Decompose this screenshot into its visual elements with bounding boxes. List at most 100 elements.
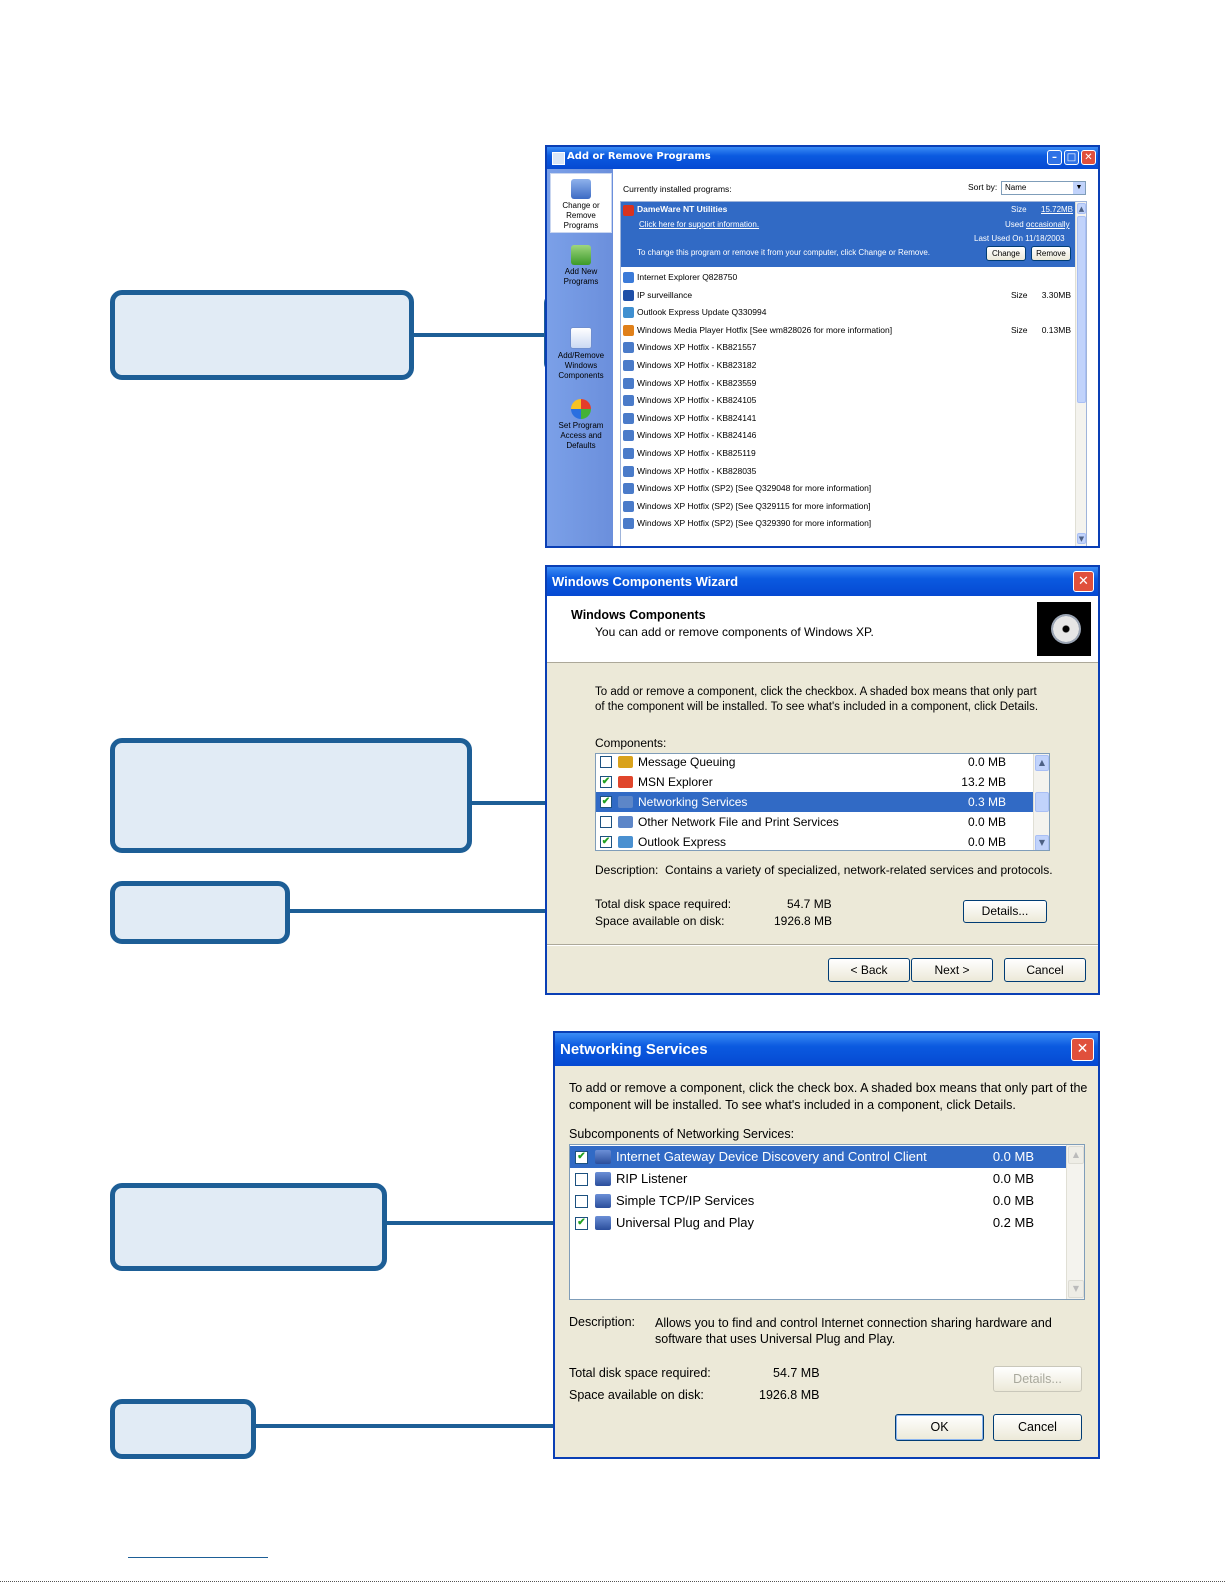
program-row[interactable]: Windows XP Hotfix (SP2) [See Q329390 for… bbox=[621, 515, 1075, 532]
sidebar-item-program-access[interactable]: Set Program Access and Defaults bbox=[550, 399, 612, 451]
program-row[interactable]: Windows XP Hotfix - KB824141 bbox=[621, 410, 1075, 427]
disk-required-label: Total disk space required: bbox=[569, 1366, 711, 1380]
component-icon bbox=[618, 776, 633, 788]
used-value-link[interactable]: occasionally bbox=[1026, 220, 1070, 229]
component-checkbox[interactable] bbox=[600, 816, 612, 828]
program-icon bbox=[623, 518, 634, 530]
program-name: Windows XP Hotfix - KB824146 bbox=[637, 430, 757, 441]
list-header: Currently installed programs: bbox=[623, 184, 732, 194]
cancel-button[interactable]: Cancel bbox=[993, 1414, 1082, 1441]
subcomponent-row[interactable]: ✔Internet Gateway Device Discovery and C… bbox=[570, 1146, 1066, 1168]
sort-select[interactable]: Name ▼ bbox=[1001, 181, 1086, 195]
maximize-button[interactable]: □ bbox=[1064, 150, 1079, 165]
scroll-up-arrow[interactable]: ▲ bbox=[1068, 1146, 1084, 1164]
change-button[interactable]: Change bbox=[986, 246, 1026, 261]
subcomponent-name: Simple TCP/IP Services bbox=[616, 1193, 755, 1208]
add-new-programs-icon bbox=[571, 245, 591, 265]
program-row[interactable]: Windows XP Hotfix (SP2) [See Q329115 for… bbox=[621, 498, 1075, 515]
sidebar-item-add-remove-components[interactable]: Add/Remove Windows Components bbox=[550, 327, 612, 381]
scroll-thumb[interactable] bbox=[1077, 216, 1086, 403]
footer-dotted-rule bbox=[0, 1581, 1225, 1582]
program-row[interactable]: Outlook Express Update Q330994 bbox=[621, 304, 1075, 321]
dameware-icon bbox=[623, 205, 634, 216]
subcomponent-checkbox[interactable] bbox=[575, 1173, 588, 1186]
subcomponent-checkbox[interactable]: ✔ bbox=[575, 1151, 588, 1164]
add-remove-programs-window: Add or Remove Programs – □ ✕ Change or R… bbox=[545, 145, 1100, 548]
component-size: 0.0 MB bbox=[967, 835, 1006, 849]
size-value-link[interactable]: 15.72MB bbox=[1041, 205, 1074, 214]
program-icon bbox=[623, 360, 634, 371]
subcomponents-label: Subcomponents of Networking Services: bbox=[569, 1127, 795, 1141]
program-icon bbox=[623, 342, 634, 354]
component-checkbox[interactable]: ✔ bbox=[600, 796, 612, 808]
disk-available-label: Space available on disk: bbox=[569, 1388, 704, 1402]
program-name: Internet Explorer Q828750 bbox=[637, 272, 738, 282]
program-row[interactable]: Windows XP Hotfix - KB828035 bbox=[621, 463, 1075, 480]
program-row[interactable]: Windows XP Hotfix - KB825119 bbox=[621, 445, 1075, 462]
program-row[interactable]: Windows XP Hotfix (SP2) [See Q329048 for… bbox=[621, 480, 1075, 497]
cd-box-icon bbox=[1037, 602, 1091, 656]
title-bar: Windows Components Wizard ✕ bbox=[547, 567, 1098, 596]
components-scrollbar[interactable]: ▲ ▼ bbox=[1033, 754, 1049, 850]
next-button[interactable]: Next > bbox=[911, 958, 993, 982]
program-icon bbox=[623, 307, 634, 319]
scroll-up-arrow[interactable]: ▲ bbox=[1035, 755, 1049, 771]
support-info-link[interactable]: Click here for support information. bbox=[639, 220, 760, 229]
program-row[interactable]: Internet Explorer Q828750 bbox=[621, 269, 1075, 286]
program-icon bbox=[623, 272, 634, 283]
program-row[interactable]: Windows XP Hotfix - KB823182 bbox=[621, 357, 1075, 374]
scroll-down-arrow[interactable]: ▼ bbox=[1035, 835, 1049, 850]
title-bar: Add or Remove Programs – □ ✕ bbox=[547, 147, 1098, 169]
header-subtitle: You can add or remove components of Wind… bbox=[595, 625, 874, 639]
description-text: Allows you to find and control Internet … bbox=[655, 1316, 1052, 1346]
subcomponent-checkbox[interactable]: ✔ bbox=[575, 1217, 588, 1230]
disk-required-label: Total disk space required: bbox=[595, 897, 732, 911]
program-row[interactable]: Windows XP Hotfix - KB824146 bbox=[621, 427, 1075, 444]
details-button[interactable]: Details... bbox=[963, 900, 1047, 923]
scroll-down-arrow[interactable]: ▼ bbox=[1068, 1280, 1084, 1298]
ok-button[interactable]: OK bbox=[895, 1414, 984, 1441]
program-row[interactable]: Windows Media Player Hotfix [See wm82802… bbox=[621, 322, 1075, 339]
program-row[interactable]: Windows XP Hotfix - KB824105 bbox=[621, 392, 1075, 409]
scroll-down-arrow[interactable]: ▼ bbox=[1077, 533, 1086, 544]
details-button[interactable]: Details... bbox=[993, 1366, 1082, 1392]
sidebar-item-add-new[interactable]: Add New Programs bbox=[550, 245, 612, 287]
component-checkbox[interactable] bbox=[600, 756, 612, 768]
minimize-button[interactable]: – bbox=[1047, 150, 1062, 165]
program-icon bbox=[623, 465, 634, 477]
selected-program[interactable]: DameWare NT Utilities Size 15.72MB Click… bbox=[621, 202, 1075, 267]
scroll-thumb[interactable] bbox=[1035, 792, 1049, 812]
component-size: 13.2 MB bbox=[961, 775, 1006, 789]
subcomponent-checkbox[interactable] bbox=[575, 1195, 588, 1208]
program-row[interactable]: Windows XP Hotfix - KB823559 bbox=[621, 375, 1075, 392]
programs-scrollbar[interactable]: ▲ ▼ bbox=[1075, 202, 1086, 546]
close-button[interactable]: ✕ bbox=[1071, 1038, 1094, 1061]
component-checkbox[interactable]: ✔ bbox=[600, 776, 612, 788]
window-app-icon bbox=[552, 152, 565, 165]
cancel-button[interactable]: Cancel bbox=[1004, 958, 1086, 982]
subcomponents-scrollbar[interactable]: ▲ ▼ bbox=[1066, 1145, 1084, 1299]
remove-button[interactable]: Remove bbox=[1031, 246, 1071, 261]
program-access-icon bbox=[571, 399, 591, 419]
component-checkbox[interactable]: ✔ bbox=[600, 836, 612, 848]
used-label: Used bbox=[1005, 220, 1024, 229]
close-button[interactable]: ✕ bbox=[1081, 150, 1096, 165]
sidebar-item-change-remove[interactable]: Change or Remove Programs bbox=[550, 173, 612, 233]
program-row[interactable]: Windows XP Hotfix - KB821557 bbox=[621, 339, 1075, 356]
program-name: Windows XP Hotfix - KB821557 bbox=[637, 342, 757, 353]
back-button[interactable]: < Back bbox=[828, 958, 910, 982]
close-button[interactable]: ✕ bbox=[1073, 571, 1094, 592]
computer-icon bbox=[595, 1172, 611, 1186]
scroll-up-arrow[interactable]: ▲ bbox=[1077, 203, 1086, 214]
